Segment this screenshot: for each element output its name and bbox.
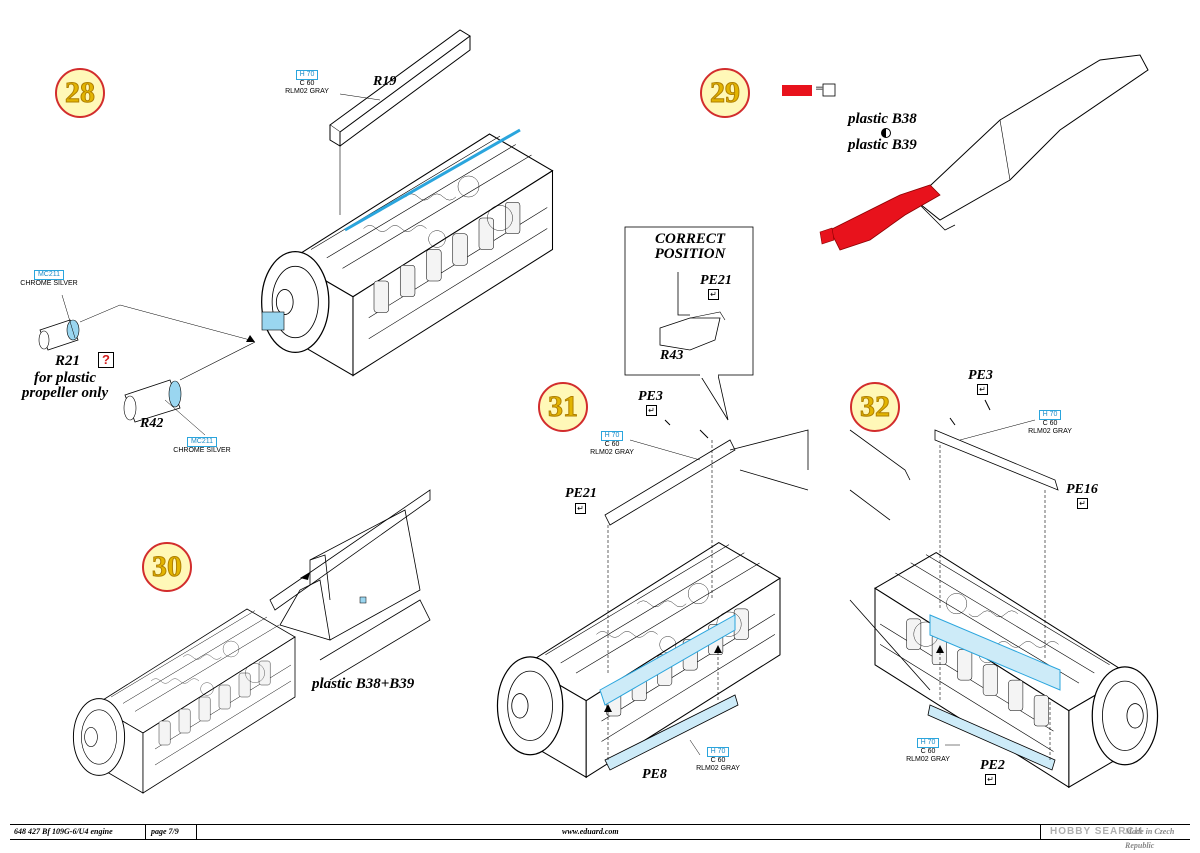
paint-name-rlm02: RLM02 GRAY: [1028, 428, 1072, 436]
step-31-number: 31: [538, 382, 588, 432]
paint-code-h70: H 70: [1038, 410, 1062, 421]
step-29-number: 29: [700, 68, 750, 118]
paint-name-chrome-silver: CHROME SILVER: [173, 447, 231, 455]
step-28-number: 28: [55, 68, 105, 118]
note-for-plastic: for plastic: [33, 370, 97, 386]
paint-code-c60: C 60: [604, 441, 620, 449]
footer-catalog: 648 427 Bf 109G-6/U4 engine: [14, 827, 113, 836]
detail-title-correct: CORRECT: [654, 231, 726, 247]
part-label-pe21: PE21: [565, 486, 597, 501]
part-label-r21: R21: [55, 353, 81, 369]
footer-made-in: Made in Czech Republic: [1125, 827, 1175, 850]
paint-callout-pe2: H 70 C 60 RLM02 GRAY: [903, 738, 953, 764]
paint-callout-pe8: H 70 C 60 RLM02 GRAY: [693, 747, 743, 773]
bend-symbol-icon: ↵: [708, 289, 719, 300]
paint-callout-pe3-step31: H 70 C 60 RLM02 GRAY: [587, 431, 637, 457]
watermark-hobby-search: HOBBY SEARCH: [1050, 826, 1143, 837]
bend-symbol-icon: ↵: [575, 503, 586, 514]
paint-code-h70: H 70: [706, 747, 730, 758]
footer-page: page 7/9: [151, 827, 179, 836]
paint-callout-r21: MC211 CHROME SILVER: [18, 270, 80, 288]
step-32-number: 32: [850, 382, 900, 432]
paint-callout-r42: MC211 CHROME SILVER: [172, 437, 232, 455]
paint-name-rlm02: RLM02 GRAY: [285, 88, 329, 96]
part-label-pe8: PE8: [642, 767, 667, 782]
paint-code-c60: C 60: [920, 748, 936, 756]
part-label-r42: R42: [140, 416, 164, 431]
paint-name-chrome-silver: CHROME SILVER: [20, 280, 78, 288]
part-label-r43: R43: [660, 348, 684, 363]
part-label-pe16: PE16: [1066, 482, 1098, 497]
footer-divider: [196, 825, 197, 839]
paint-code-mc211: MC211: [33, 270, 65, 281]
part-label-pe2: PE2: [980, 758, 1005, 773]
bend-symbol-icon: ↵: [646, 405, 657, 416]
paint-name-rlm02: RLM02 GRAY: [696, 765, 740, 773]
footer-divider: [1040, 825, 1041, 839]
footer-divider: [145, 825, 146, 839]
footer-website: www.eduard.com: [562, 827, 619, 836]
bend-symbol-icon: ↵: [1077, 498, 1088, 509]
part-label-r19: R19: [373, 74, 397, 89]
paint-code-h70: H 70: [295, 70, 319, 81]
paint-name-rlm02: RLM02 GRAY: [906, 756, 950, 764]
note-propeller-only: propeller only: [21, 385, 109, 401]
paint-code-mc211: MC211: [186, 437, 218, 448]
paint-code-c60: C 60: [299, 80, 315, 88]
paint-callout-r19: H 70 C 60 RLM02 GRAY: [282, 70, 332, 96]
paint-code-h70: H 70: [600, 431, 624, 442]
paint-name-rlm02: RLM02 GRAY: [590, 449, 634, 457]
part-label-pe3-step32: PE3: [968, 368, 993, 383]
footer-bar: 648 427 Bf 109G-6/U4 engine page 7/9 www…: [10, 824, 1190, 850]
part-label-pe3-step31: PE3: [638, 389, 663, 404]
equals-symbol: =: [815, 83, 824, 94]
paint-callout-pe3-step32: H 70 C 60 RLM02 GRAY: [1025, 410, 1075, 436]
part-label-pe21-detail: PE21: [700, 273, 732, 288]
question-icon: ?: [98, 352, 114, 368]
paint-code-h70: H 70: [916, 738, 940, 749]
part-label-plastic-b38-b39: plastic B38+B39: [312, 676, 415, 692]
step-30-number: 30: [142, 542, 192, 592]
paint-code-c60: C 60: [1042, 420, 1058, 428]
part-label-plastic-b38: plastic B38: [848, 111, 917, 127]
detail-title-position: POSITION: [654, 246, 726, 262]
bend-symbol-icon: ↵: [985, 774, 996, 785]
pair-symbol-icon: [881, 128, 891, 138]
part-label-plastic-b39: plastic B39: [848, 137, 917, 153]
bend-symbol-icon: ↵: [977, 384, 988, 395]
paint-code-c60: C 60: [710, 757, 726, 765]
